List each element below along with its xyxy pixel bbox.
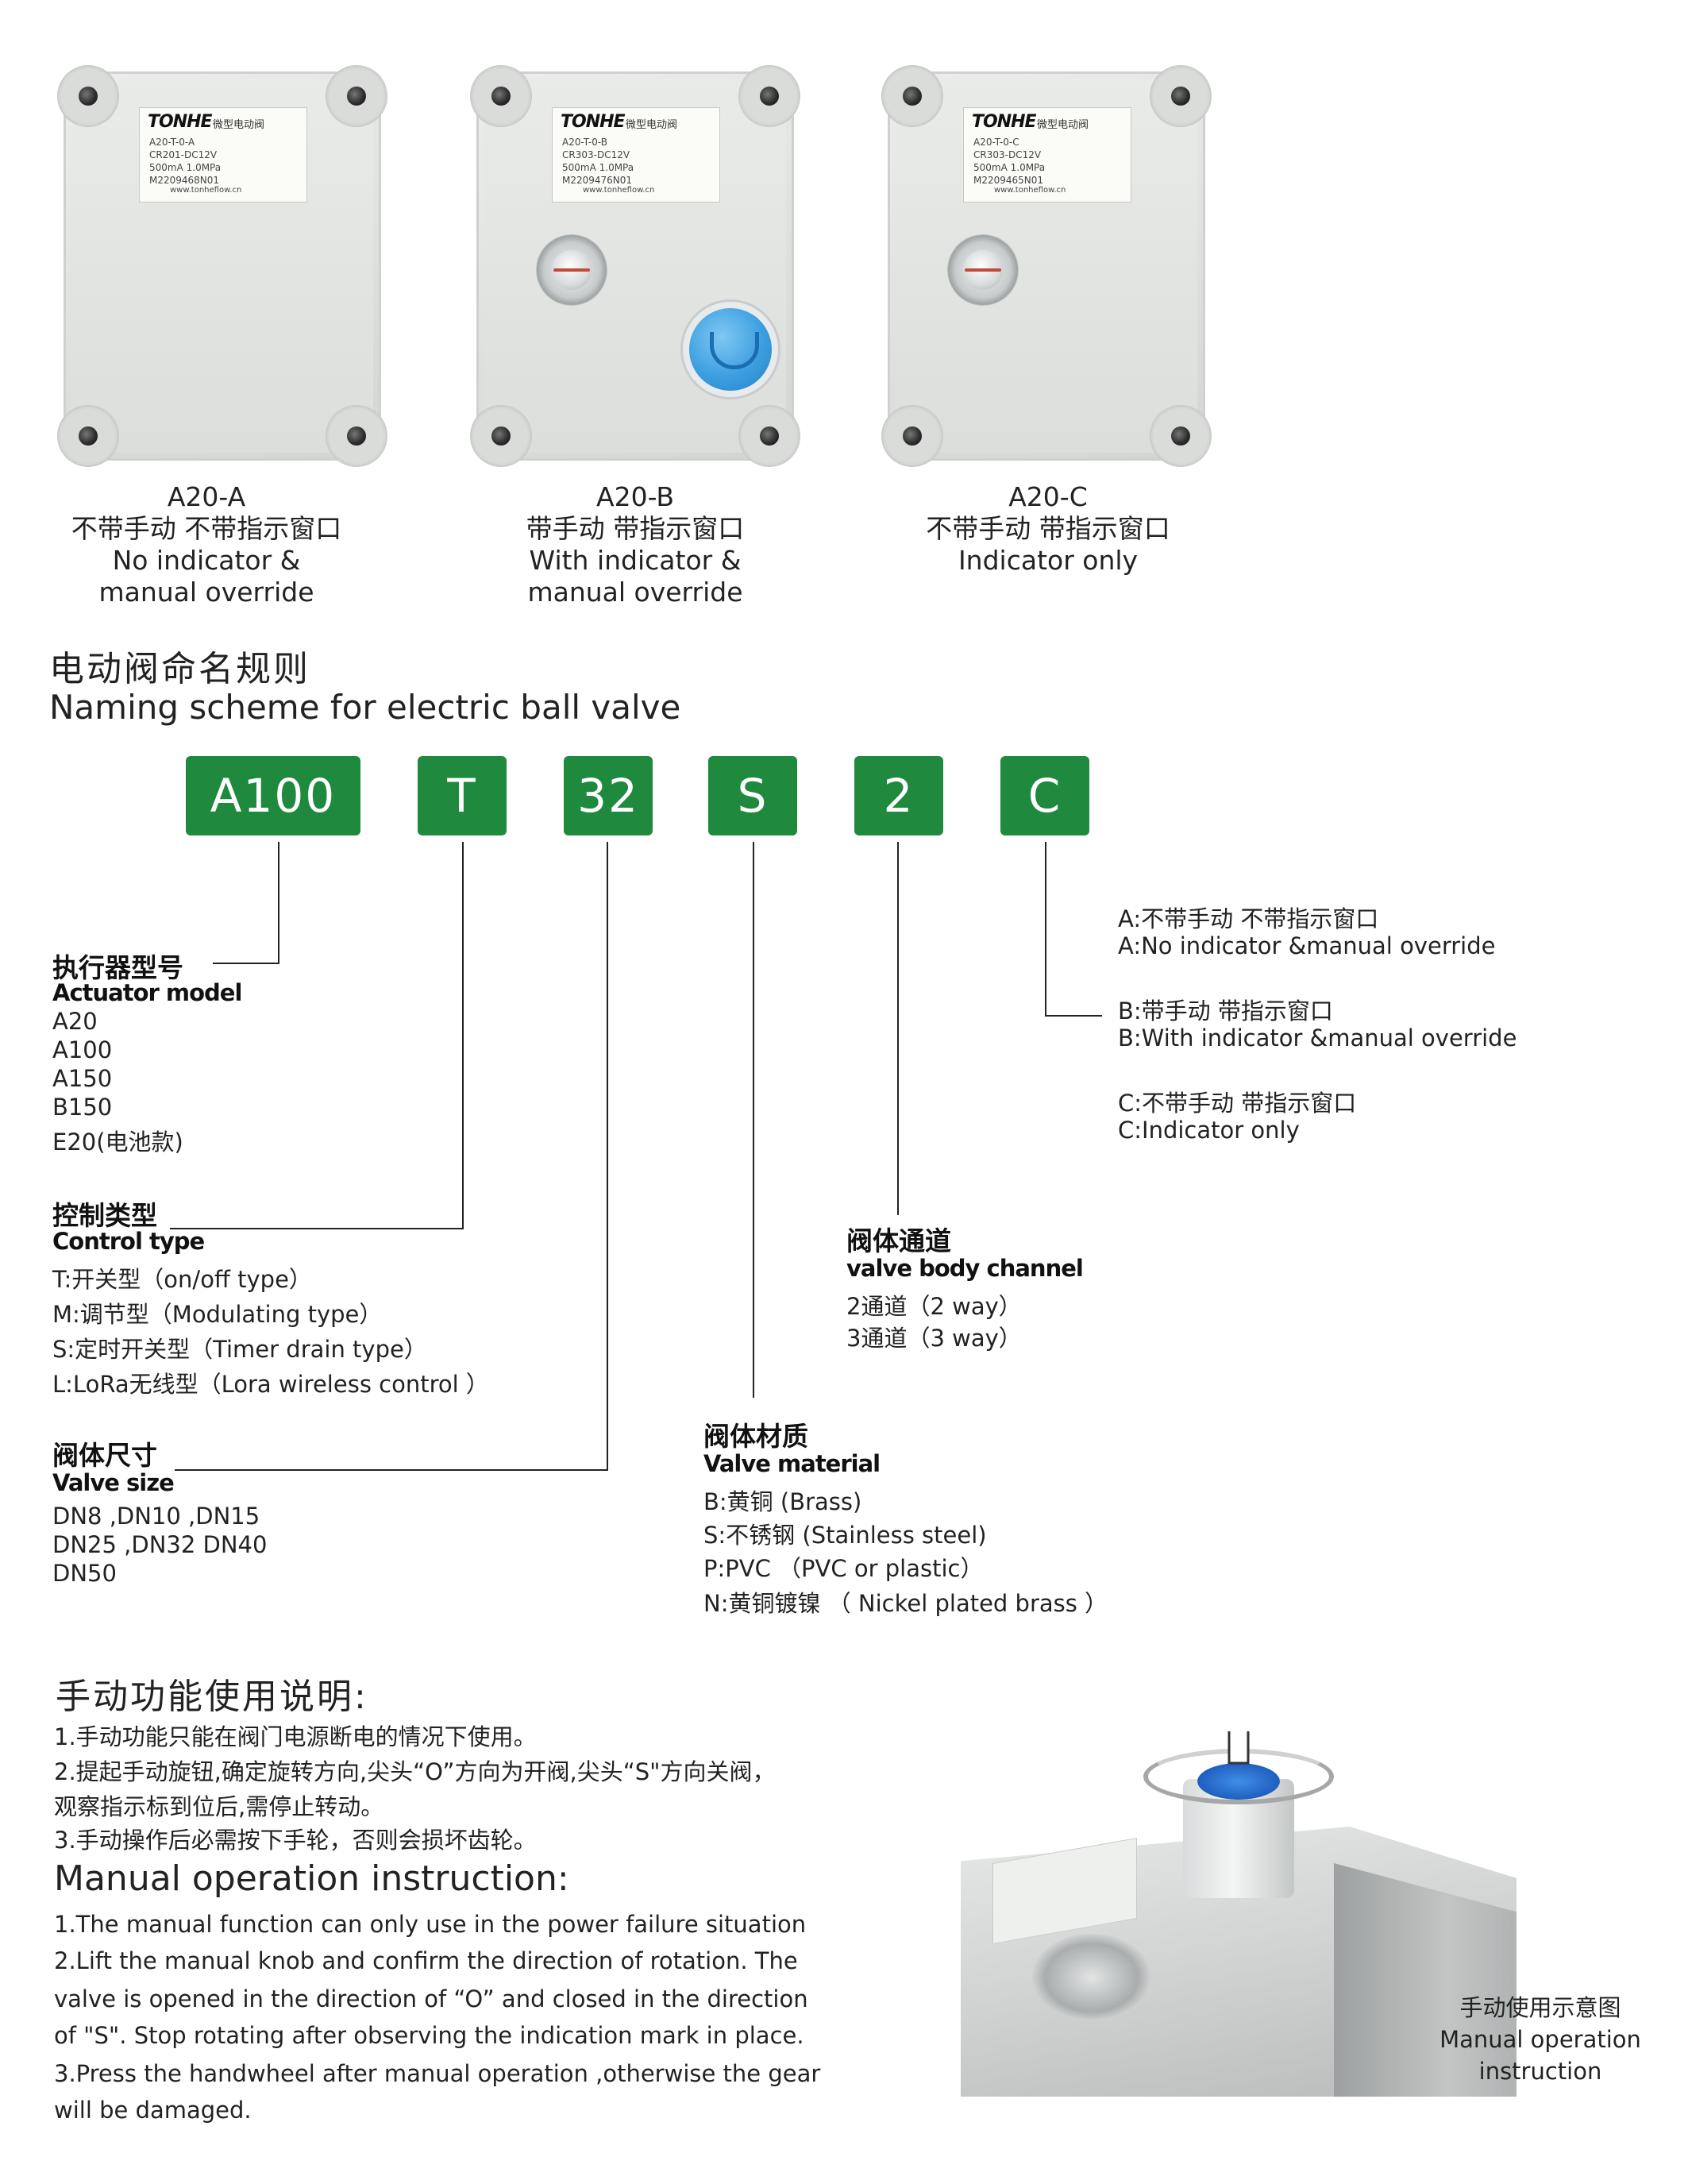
control-title-cn: 控制类型: [52, 1200, 157, 1231]
actuator-item: E20(电池款): [52, 1129, 183, 1156]
photo-caption: 手动使用示意图 Manual operation instruction: [1439, 1994, 1641, 2085]
actuator-a20-b: TONHE 微型电动阀 A20-T-0-B CR303-DC12V 500mA …: [470, 65, 800, 467]
code-box-size: 32: [564, 756, 653, 835]
connector-line: [607, 842, 608, 1471]
manual-en-line: 1.The manual function can only use in th…: [54, 1911, 807, 1938]
manual-en-line: 3.Press the handwheel after manual opera…: [54, 2060, 821, 2087]
actuator-item: B150: [52, 1094, 113, 1121]
connector-line: [278, 842, 279, 963]
manual-title-en: Manual operation instruction:: [54, 1858, 569, 1899]
connector-line: [1045, 1015, 1102, 1017]
product-label: TONHE 微型电动阀 A20-T-0-A CR201-DC12V 500mA …: [139, 107, 307, 203]
manual-cn-line: 2.提起手动旋钮,确定旋转方向,尖头“O”方向为开阀,尖头“S"方向关阀，: [54, 1758, 776, 1785]
manual-title-cn: 手动功能使用说明:: [56, 1677, 368, 1717]
manual-en-line: valve is opened in the direction of “O” …: [54, 1985, 808, 2012]
material-title-cn: 阀体材质: [703, 1421, 808, 1452]
connector-line: [897, 842, 899, 1215]
material-item: P:PVC （PVC or plastic）: [703, 1555, 984, 1582]
code-box-control: T: [418, 756, 507, 835]
actuator-a20-c: TONHE 微型电动阀 A20-T-0-C CR303-DC12V 500mA …: [881, 65, 1212, 467]
size-item: DN25 ,DN32 DN40: [52, 1531, 268, 1558]
connector-line: [213, 963, 279, 964]
size-item: DN8 ,DN10 ,DN15: [52, 1503, 260, 1530]
indicator-window-icon: [536, 234, 607, 306]
connector-line: [462, 842, 464, 1229]
size-item: DN50: [52, 1560, 117, 1587]
option-b-cn: B:带手动 带指示窗口: [1118, 997, 1333, 1024]
manual-cn-line: 3.手动操作后必需按下手轮，否则会损坏齿轮。: [54, 1827, 537, 1854]
actuator-title-en: Actuator model: [52, 979, 242, 1006]
caption-a20-c: A20-C 不带手动 带指示窗口 Indicator only: [926, 481, 1170, 576]
product-label: TONHE 微型电动阀 A20-T-0-B CR303-DC12V 500mA …: [552, 107, 720, 203]
control-item: M:调节型（Modulating type）: [52, 1301, 383, 1328]
option-a-en: A:No indicator &manual override: [1118, 932, 1496, 959]
manual-knob-icon: [689, 308, 772, 391]
control-item: T:开关型（on/off type）: [52, 1266, 312, 1293]
manual-cn-line: 1.手动功能只能在阀门电源断电的情况下使用。: [54, 1723, 537, 1750]
actuator-a20-a: TONHE 微型电动阀 A20-T-0-A CR201-DC12V 500mA …: [57, 65, 387, 467]
code-box-option: C: [1000, 756, 1089, 835]
option-a-cn: A:不带手动 不带指示窗口: [1118, 905, 1379, 932]
manual-knob-icon: [1197, 1763, 1280, 1800]
actuator-item: A20: [52, 1008, 98, 1035]
naming-title-cn: 电动阀命名规则: [49, 649, 310, 689]
channel-item: 2通道（2 way）: [846, 1293, 1022, 1320]
indicator-window-icon: [1032, 1934, 1151, 2021]
manual-en-line: 2.Lift the manual knob and confirm the d…: [54, 1947, 798, 1974]
connector-line: [175, 1469, 608, 1471]
product-label: TONHE 微型电动阀 A20-T-0-C CR303-DC12V 500mA …: [963, 107, 1131, 203]
option-b-en: B:With indicator &manual override: [1118, 1024, 1517, 1051]
code-box-material: S: [708, 756, 797, 835]
control-item: S:定时开关型（Timer drain type）: [52, 1336, 427, 1363]
manual-en-line: will be damaged.: [54, 2097, 252, 2124]
connector-line: [170, 1228, 464, 1229]
indicator-window-icon: [947, 234, 1019, 306]
material-title-en: Valve material: [703, 1450, 881, 1477]
material-item: S:不锈钢 (Stainless steel): [703, 1522, 987, 1549]
caption-a20-a: A20-A 不带手动 不带指示窗口 No indicator & manual …: [71, 481, 342, 608]
manual-cn-line: 观察指示标到位后,需停止转动。: [54, 1793, 384, 1820]
material-item: N:黄铜镀镍 （ Nickel plated brass ）: [703, 1590, 1108, 1617]
control-title-en: Control type: [52, 1228, 205, 1255]
connector-line: [753, 842, 754, 1398]
actuator-item: A100: [52, 1036, 113, 1063]
channel-title-en: valve body channel: [846, 1255, 1084, 1282]
channel-title-cn: 阀体通道: [846, 1225, 951, 1256]
manual-operation-photo: [961, 1731, 1517, 2097]
option-c-en: C:Indicator only: [1118, 1117, 1300, 1144]
caption-a20-b: A20-B 带手动 带指示窗口 With indicator & manual …: [526, 481, 745, 608]
code-box-actuator: A100: [186, 756, 360, 835]
option-c-cn: C:不带手动 带指示窗口: [1118, 1090, 1357, 1117]
control-item: L:LoRa无线型（Lora wireless control ）: [52, 1371, 489, 1398]
actuator-item: A150: [52, 1065, 113, 1092]
size-title-cn: 阀体尺寸: [52, 1440, 157, 1471]
size-title-en: Valve size: [52, 1469, 175, 1496]
channel-item: 3通道（3 way）: [846, 1325, 1022, 1352]
connector-line: [1045, 842, 1046, 1017]
naming-title-en: Naming scheme for electric ball valve: [49, 688, 681, 727]
code-box-channel: 2: [854, 756, 943, 835]
manual-en-line: of "S". Stop rotating after observing th…: [54, 2022, 804, 2049]
actuator-title-cn: 执行器型号: [52, 952, 183, 983]
material-item: B:黄铜 (Brass): [703, 1488, 862, 1515]
lift-arrow-icon: [1227, 1731, 1250, 1765]
